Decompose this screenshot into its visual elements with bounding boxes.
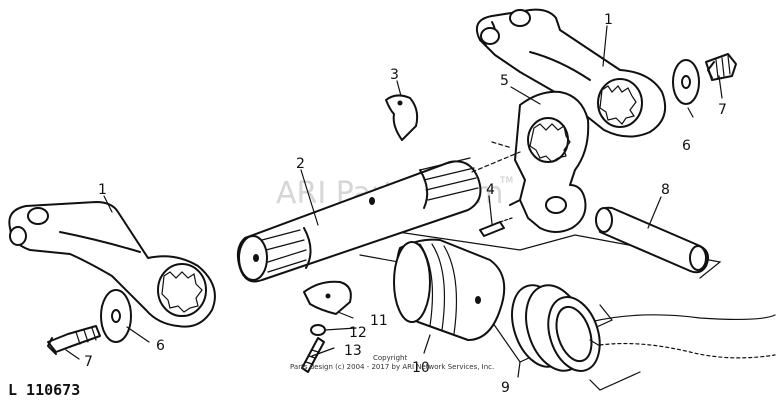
part-arm-upper[interactable]: [476, 8, 666, 138]
leader-lines: [65, 25, 723, 378]
copyright-line1: Copyright: [373, 354, 407, 362]
callout-2[interactable]: 2: [296, 156, 305, 172]
callout-10[interactable]: 10: [412, 360, 430, 376]
part-washer-lower[interactable]: [100, 289, 132, 343]
callout-4[interactable]: 4: [486, 182, 495, 198]
callout-6-upper[interactable]: 6: [682, 138, 691, 154]
copyright-line2: Parts design (c) 2004 - 2017 by ARI Netw…: [290, 363, 494, 371]
callout-1-lower[interactable]: 1: [98, 182, 107, 198]
part-pin[interactable]: [595, 206, 709, 274]
callout-7-lower[interactable]: 7: [84, 354, 93, 370]
part-seal-set[interactable]: [502, 278, 608, 379]
callout-1-upper[interactable]: 1: [604, 12, 613, 28]
part-roll-pin[interactable]: [479, 217, 513, 237]
part-bolt-upper[interactable]: [705, 53, 737, 81]
callout-5[interactable]: 5: [500, 73, 509, 89]
part-lever[interactable]: [509, 90, 590, 233]
part-bolt-lower[interactable]: [47, 325, 101, 355]
callout-11[interactable]: 11: [370, 313, 388, 329]
figure-code: L 110673: [8, 381, 80, 399]
watermark-trademark: TM: [499, 176, 513, 186]
callout-13[interactable]: 13: [344, 343, 362, 359]
part-shaft[interactable]: [236, 157, 482, 283]
callout-9[interactable]: 9: [501, 380, 510, 396]
callout-3[interactable]: 3: [390, 67, 399, 83]
callout-6-lower[interactable]: 6: [156, 338, 165, 354]
callout-7-upper[interactable]: 7: [718, 102, 727, 118]
part-bushing[interactable]: [393, 238, 506, 341]
part-clip-lower[interactable]: [303, 280, 352, 315]
callout-8[interactable]: 8: [661, 182, 670, 198]
callout-12[interactable]: 12: [349, 325, 367, 341]
part-arm-lower[interactable]: [8, 201, 216, 328]
part-clip-upper[interactable]: [385, 94, 419, 141]
part-washer-upper[interactable]: [672, 59, 700, 105]
